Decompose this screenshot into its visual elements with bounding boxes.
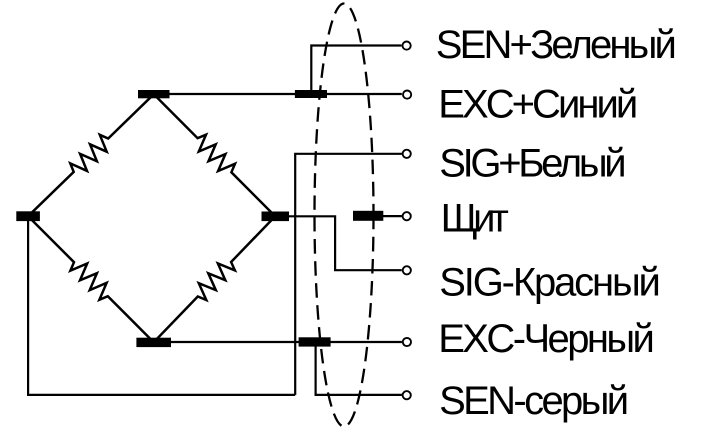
svg-text:EXC-Черный: EXC-Черный	[438, 317, 655, 361]
svg-text:Щит: Щит	[441, 197, 509, 241]
svg-text:SIG+Белый: SIG+Белый	[439, 141, 626, 185]
svg-text:EXC+Синий: EXC+Синий	[438, 83, 638, 127]
svg-text:SIG-Красный: SIG-Красный	[439, 261, 661, 305]
svg-text:SEN+Зеленый: SEN+Зеленый	[436, 23, 677, 67]
svg-text:SEN-серый: SEN-серый	[439, 379, 629, 423]
